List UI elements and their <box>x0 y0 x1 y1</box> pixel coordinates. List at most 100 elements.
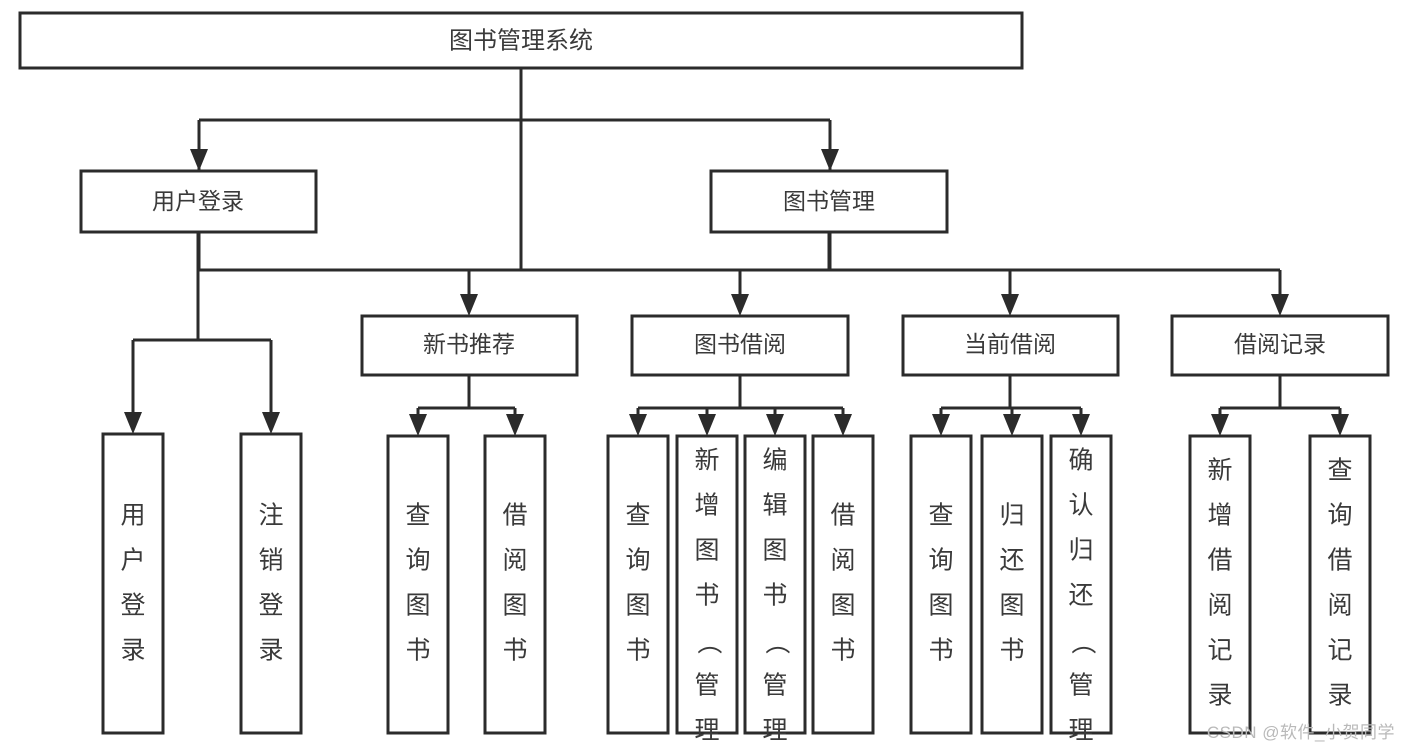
leaf-query-borrow-record-rect[interactable] <box>1308 434 1372 735</box>
vertical-char: 管 <box>694 672 719 700</box>
arrowhead-borrow-record-1 <box>1331 414 1349 436</box>
arrowhead-book-borrow-1 <box>698 414 716 436</box>
leaf-node-user-login[interactable] <box>101 432 165 735</box>
vertical-char: 图 <box>625 592 650 620</box>
vertical-char: 录 <box>120 637 145 665</box>
vertical-char: 图 <box>502 592 527 620</box>
node-current-borrow-rect[interactable] <box>901 314 1120 377</box>
leaf-user-login-rect[interactable] <box>101 432 165 735</box>
arrowhead-user-login-0 <box>124 412 142 434</box>
leaf-node-query-book-borrow[interactable] <box>606 434 670 735</box>
node-new-book-recommend[interactable]: 新书推荐 <box>360 314 579 377</box>
leaf-node-query-book-recommend[interactable] <box>386 434 450 735</box>
vertical-char: 增 <box>694 492 719 520</box>
arrowhead-borrow-record-0 <box>1211 414 1229 436</box>
vertical-char: 注 <box>258 502 283 530</box>
leaf-query-book-current-rect[interactable] <box>909 434 973 735</box>
arrowhead-user-login-1 <box>262 412 280 434</box>
arrowhead-book-management-1 <box>731 294 749 316</box>
vertical-char: 录 <box>258 637 283 665</box>
vertical-char: 图 <box>928 592 953 620</box>
vertical-char: 书 <box>502 637 527 665</box>
node-root-rect[interactable] <box>18 11 1024 70</box>
arrowhead-current-borrow-1 <box>1003 414 1021 436</box>
arrowhead-current-borrow-0 <box>932 414 950 436</box>
leaf-node-query-borrow-record[interactable] <box>1308 434 1372 735</box>
vertical-char: 理 <box>694 717 719 745</box>
vertical-char: 书 <box>405 637 430 665</box>
vertical-char: 查 <box>1327 457 1352 485</box>
node-root-book-management-system[interactable]: 图书管理系统 <box>18 11 1024 70</box>
leaf-edit-book-admin-rect[interactable] <box>743 434 807 735</box>
vertical-char: 理 <box>762 717 787 745</box>
vertical-char: 图 <box>694 537 719 565</box>
leaf-add-borrow-record-rect[interactable] <box>1188 434 1252 735</box>
leaf-add-book-admin-rect[interactable] <box>675 434 739 735</box>
node-book-borrow-rect[interactable] <box>630 314 850 377</box>
leaf-node-borrow-book[interactable] <box>811 434 875 735</box>
leaf-node-logout-login[interactable] <box>239 432 303 735</box>
arrowhead-root-0 <box>190 149 208 171</box>
leaf-node-add-book-admin[interactable] <box>675 434 739 735</box>
arrowhead-book-borrow-0 <box>629 414 647 436</box>
vertical-char: 阅 <box>1207 592 1232 620</box>
arrowhead-book-management-0 <box>460 294 478 316</box>
vertical-char: 书 <box>694 582 719 610</box>
arrowhead-book-borrow-3 <box>834 414 852 436</box>
vertical-char: 书 <box>830 637 855 665</box>
leaf-borrow-book-rect[interactable] <box>811 434 875 735</box>
vertical-char: 借 <box>502 502 527 530</box>
vertical-char: 新 <box>1207 457 1232 485</box>
leaf-query-book-borrow-rect[interactable] <box>606 434 670 735</box>
node-borrow-record-rect[interactable] <box>1170 314 1390 377</box>
leaf-logout-login-rect[interactable] <box>239 432 303 735</box>
node-book-borrow[interactable]: 图书借阅 <box>630 314 850 377</box>
leaf-node-return-book[interactable] <box>980 434 1044 735</box>
vertical-char: 阅 <box>1327 592 1352 620</box>
vertical-char: 图 <box>762 537 787 565</box>
vertical-char: 记 <box>1207 637 1232 665</box>
leaf-return-book-rect[interactable] <box>980 434 1044 735</box>
vertical-char: 登 <box>120 592 145 620</box>
leaf-borrow-book-recommend-rect[interactable] <box>483 434 547 735</box>
node-user-login[interactable]: 用户登录 <box>79 169 318 234</box>
vertical-char: 记 <box>1327 637 1352 665</box>
node-book-management-rect[interactable] <box>709 169 949 234</box>
vertical-labels-layer: 用户登录注销登录查询图书借阅图书查询图书新增图书（管理员）编辑图书（管理员）借阅… <box>120 447 1352 745</box>
vertical-char: 阅 <box>502 547 527 575</box>
vertical-char: 查 <box>625 502 650 530</box>
leaf-node-add-borrow-record[interactable] <box>1188 434 1252 735</box>
leaf-node-borrow-book-recommend[interactable] <box>483 434 547 735</box>
node-borrow-record-label: 借阅记录 <box>1234 331 1326 357</box>
leaf-node-edit-book-admin[interactable] <box>743 434 807 735</box>
arrowhead-book-management-3 <box>1271 294 1289 316</box>
vertical-char: 询 <box>928 547 953 575</box>
vertical-char: 询 <box>405 547 430 575</box>
node-new-book-recommend-label: 新书推荐 <box>423 331 515 357</box>
leaf-node-query-book-current[interactable] <box>909 434 973 735</box>
vertical-char: 图 <box>999 592 1024 620</box>
leaf-query-book-recommend-rect[interactable] <box>386 434 450 735</box>
node-book-management[interactable]: 图书管理 <box>709 169 949 234</box>
node-book-management-label: 图书管理 <box>783 188 875 214</box>
vertical-char: 书 <box>999 637 1024 665</box>
vertical-char: 书 <box>928 637 953 665</box>
node-current-borrow[interactable]: 当前借阅 <box>901 314 1120 377</box>
vertical-char: 管 <box>1068 672 1093 700</box>
vertical-char: 用 <box>120 502 145 530</box>
vertical-char: 录 <box>1327 682 1352 710</box>
node-borrow-record[interactable]: 借阅记录 <box>1170 314 1390 377</box>
vertical-char: 查 <box>928 502 953 530</box>
vertical-char: 确 <box>1068 447 1093 475</box>
arrowhead-book-borrow-2 <box>766 414 784 436</box>
vertical-char: 图 <box>405 592 430 620</box>
vertical-char: 借 <box>830 502 855 530</box>
